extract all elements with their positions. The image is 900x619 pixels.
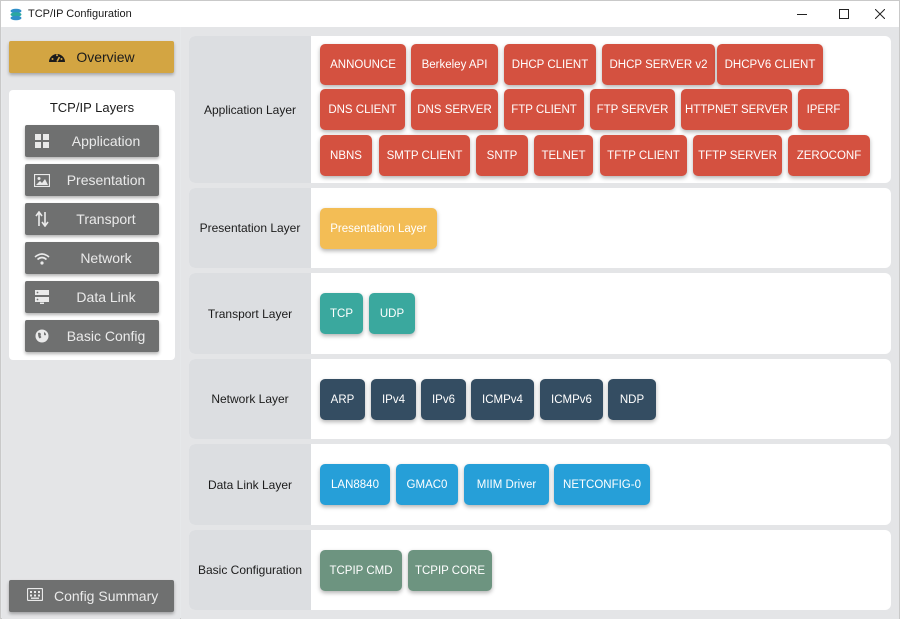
sidebar: Overview TCP/IP Layers Application Prese… — [2, 27, 180, 619]
module-chip[interactable]: ZEROCONF — [788, 135, 870, 176]
application-layer-row: Application Layer ANNOUNCE Berkeley API … — [189, 36, 891, 183]
presentation-layer-label: Presentation Layer — [189, 188, 311, 268]
nav-presentation-button[interactable]: Presentation — [25, 164, 159, 196]
basic-config-row: Basic Configuration TCPIP CMD TCPIP CORE — [189, 530, 891, 610]
keyboard-icon — [26, 587, 44, 604]
module-chip[interactable]: NBNS — [320, 135, 372, 176]
module-chip[interactable]: HTTPNET SERVER — [681, 89, 792, 130]
module-chip[interactable]: NETCONFIG-0 — [554, 464, 650, 505]
module-chip[interactable]: ICMPv6 — [540, 379, 603, 420]
module-chip[interactable]: TCPIP CORE — [408, 550, 492, 591]
minimize-icon — [797, 14, 807, 15]
image-icon — [34, 172, 50, 188]
module-chip[interactable]: DNS SERVER — [411, 89, 498, 130]
minimize-button[interactable] — [785, 1, 819, 27]
nav-presentation-label: Presentation — [66, 172, 146, 188]
nav-network-button[interactable]: Network — [25, 242, 159, 274]
server-icon — [34, 289, 50, 305]
nav-datalink-button[interactable]: Data Link — [25, 281, 159, 313]
presentation-layer-row: Presentation Layer Presentation Layer — [189, 188, 891, 268]
module-chip[interactable]: IPv4 — [371, 379, 416, 420]
app-logo-icon — [10, 8, 22, 21]
maximize-button[interactable] — [827, 1, 861, 27]
network-layer-label: Network Layer — [189, 359, 311, 439]
module-chip[interactable]: UDP — [369, 293, 415, 334]
datalink-layer-row: Data Link Layer LAN8840 GMAC0 MIIM Drive… — [189, 444, 891, 525]
transport-layer-row: Transport Layer TCP UDP — [189, 273, 891, 354]
module-chip[interactable]: TFTP CLIENT — [600, 135, 687, 176]
datalink-layer-label: Data Link Layer — [189, 444, 311, 525]
close-icon — [875, 9, 885, 19]
nav-network-label: Network — [80, 250, 132, 266]
module-chip[interactable]: TCP — [320, 293, 363, 334]
overview-label: Overview — [76, 49, 135, 65]
speedometer-icon — [49, 54, 66, 62]
layers-nav-title: TCP/IP Layers — [49, 100, 135, 115]
module-chip[interactable]: SNTP — [476, 135, 528, 176]
module-chip[interactable]: TFTP SERVER — [693, 135, 782, 176]
grid-icon — [34, 133, 50, 149]
module-chip[interactable]: Presentation Layer — [320, 208, 437, 249]
module-chip[interactable]: DNS CLIENT — [320, 89, 405, 130]
module-chip[interactable]: ANNOUNCE — [320, 44, 406, 85]
maximize-icon — [839, 9, 849, 19]
globe-icon — [34, 328, 50, 344]
wifi-icon — [34, 250, 50, 266]
module-chip[interactable]: SMTP CLIENT — [379, 135, 470, 176]
module-chip[interactable]: LAN8840 — [320, 464, 390, 505]
module-chip[interactable]: IPERF — [798, 89, 849, 130]
module-chip[interactable]: ARP — [320, 379, 365, 420]
layers-panel: Application Layer ANNOUNCE Berkeley API … — [181, 27, 899, 619]
module-chip[interactable]: TELNET — [534, 135, 593, 176]
module-chip[interactable]: DHCP SERVER v2 — [602, 44, 715, 85]
config-summary-button[interactable]: Config Summary — [9, 580, 174, 612]
application-layer-label: Application Layer — [189, 36, 311, 183]
basic-config-label: Basic Configuration — [189, 530, 311, 610]
nav-application-label: Application — [71, 133, 141, 149]
module-chip[interactable]: DHCPV6 CLIENT — [717, 44, 823, 85]
module-chip[interactable]: NDP — [608, 379, 656, 420]
close-button[interactable] — [863, 1, 897, 27]
network-layer-row: Network Layer ARP IPv4 IPv6 ICMPv4 ICMPv… — [189, 359, 891, 439]
module-chip[interactable]: FTP SERVER — [590, 89, 675, 130]
module-chip[interactable]: GMAC0 — [396, 464, 458, 505]
module-chip[interactable]: Berkeley API — [411, 44, 498, 85]
updown-arrows-icon — [34, 211, 50, 227]
nav-transport-button[interactable]: Transport — [25, 203, 159, 235]
module-chip[interactable]: TCPIP CMD — [320, 550, 402, 591]
module-chip[interactable]: MIIM Driver — [464, 464, 549, 505]
overview-button[interactable]: Overview — [9, 41, 174, 73]
module-chip[interactable]: FTP CLIENT — [504, 89, 584, 130]
window-title: TCP/IP Configuration — [28, 8, 132, 20]
layers-nav-card: TCP/IP Layers Application Presentation T… — [9, 90, 175, 360]
module-chip[interactable]: IPv6 — [421, 379, 466, 420]
nav-basic-config-button[interactable]: Basic Config — [25, 320, 159, 352]
nav-basic-config-label: Basic Config — [66, 328, 146, 344]
title-bar: TCP/IP Configuration — [1, 1, 899, 27]
config-summary-label: Config Summary — [54, 588, 159, 604]
nav-transport-label: Transport — [76, 211, 136, 227]
transport-layer-label: Transport Layer — [189, 273, 311, 354]
nav-datalink-label: Data Link — [76, 289, 136, 305]
nav-application-button[interactable]: Application — [25, 125, 159, 157]
module-chip[interactable]: DHCP CLIENT — [504, 44, 596, 85]
module-chip[interactable]: ICMPv4 — [471, 379, 534, 420]
